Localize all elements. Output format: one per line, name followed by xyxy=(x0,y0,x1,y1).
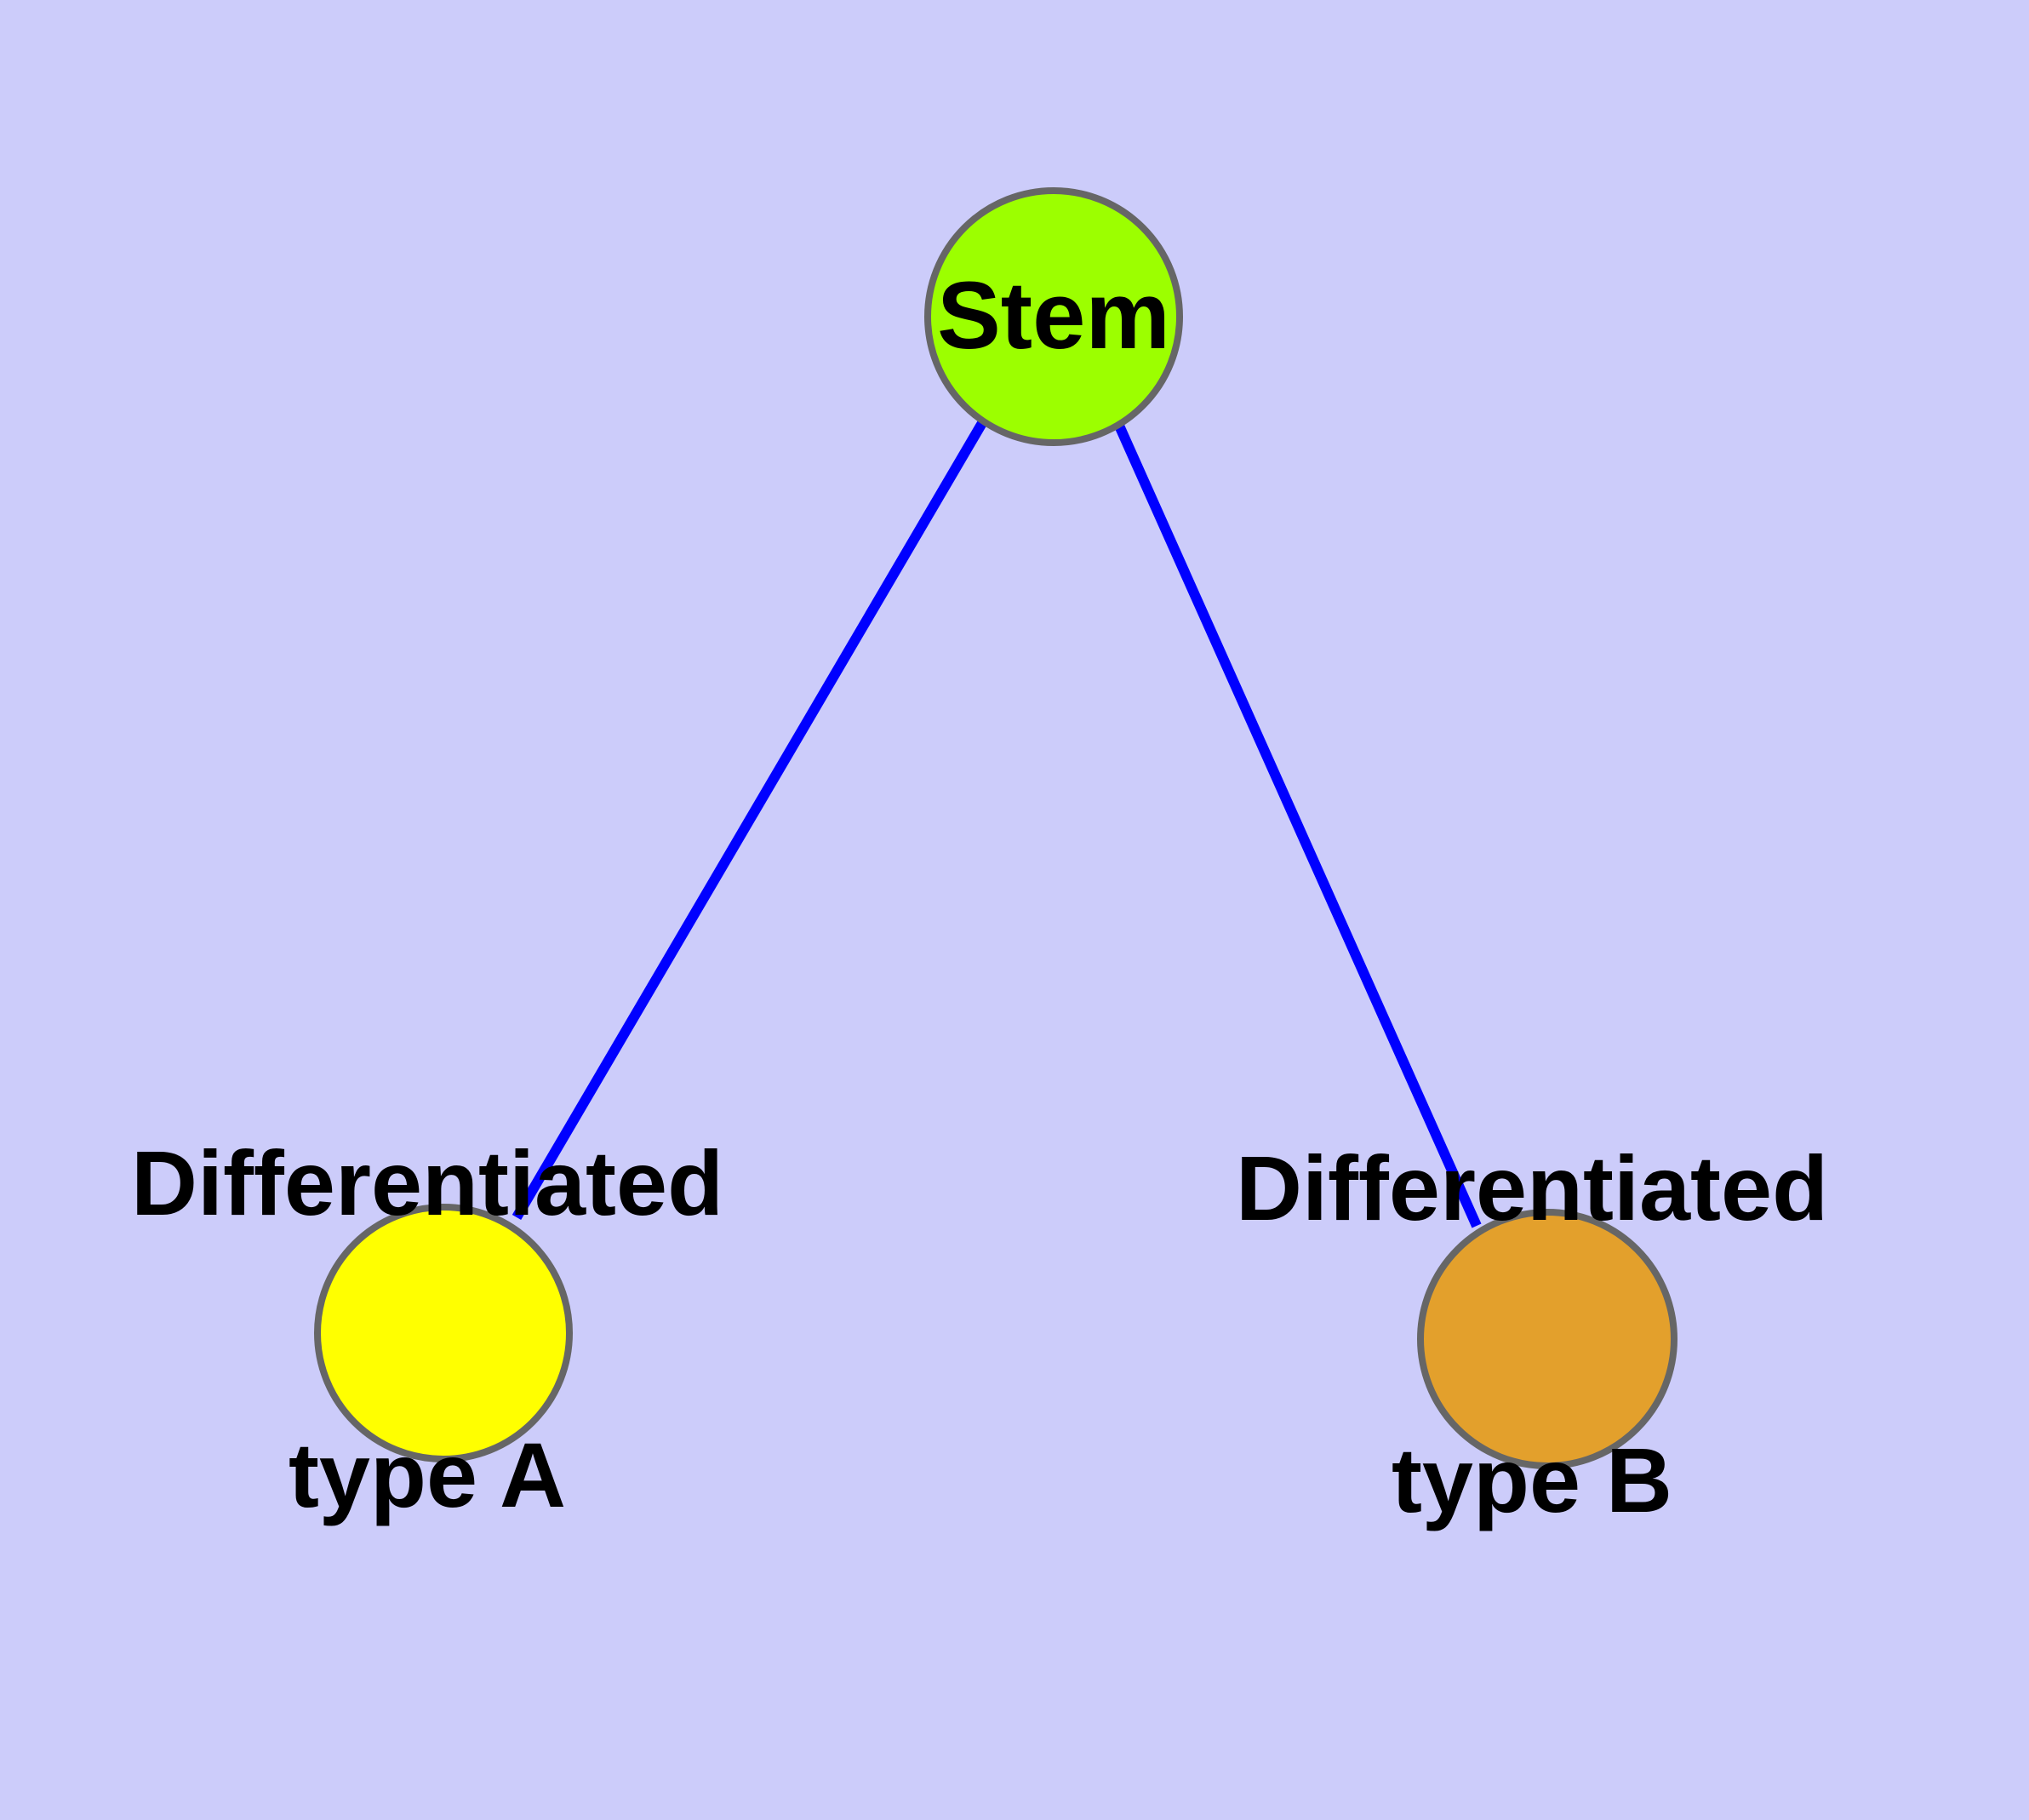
edge-stem-to-differentiated-type-a[interactable] xyxy=(512,420,987,1221)
node-layer xyxy=(314,187,1677,1469)
edge-layer xyxy=(512,420,1482,1228)
node-differentiated-type-b[interactable] xyxy=(1417,1209,1677,1469)
node-differentiated-type-a[interactable] xyxy=(314,1204,573,1462)
edge-stem-to-differentiated-type-b[interactable] xyxy=(1114,423,1482,1228)
node-stem[interactable] xyxy=(924,187,1183,446)
